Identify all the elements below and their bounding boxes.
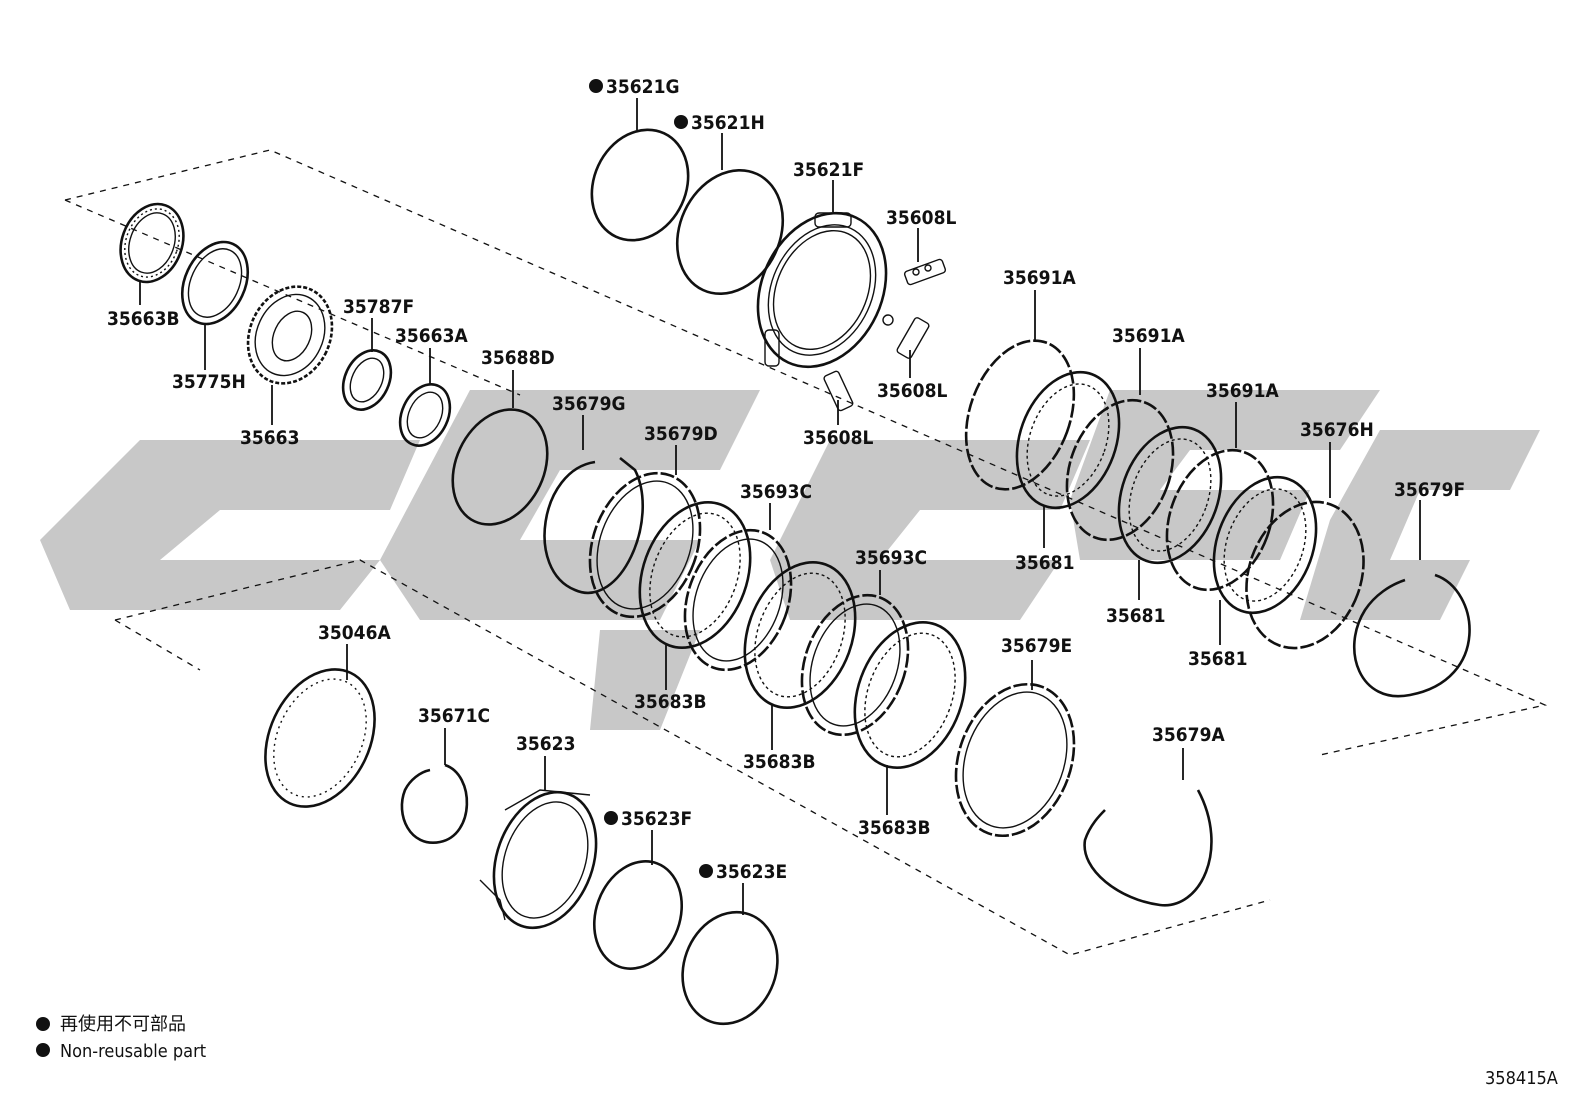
part-label[interactable]: 35621H xyxy=(691,112,765,134)
part-label[interactable]: 35683B xyxy=(634,691,707,713)
part-label[interactable]: 35681 xyxy=(1015,552,1074,574)
part-label[interactable]: 35623E xyxy=(716,861,787,883)
diagram-code: 358415A xyxy=(1485,1068,1558,1089)
piston-35046a[interactable] xyxy=(244,652,395,825)
part-label[interactable]: 35683B xyxy=(743,751,816,773)
snap-ring-35679f[interactable] xyxy=(1352,573,1471,698)
legend-jp: 再使用不可部品 xyxy=(60,1014,186,1035)
o-ring-35621g[interactable] xyxy=(574,114,706,256)
part-label[interactable]: 35787F xyxy=(343,296,414,318)
o-ring-35623f[interactable] xyxy=(580,849,697,981)
part-label[interactable]: 35663 xyxy=(240,427,299,449)
washer-35787f[interactable] xyxy=(334,343,400,418)
plate-35691a-1[interactable] xyxy=(947,326,1094,505)
part-label[interactable]: 35046A xyxy=(318,622,391,644)
part-label[interactable]: 35691A xyxy=(1112,325,1185,347)
part-label[interactable]: 35693C xyxy=(855,547,927,569)
part-label[interactable]: 35681 xyxy=(1188,648,1247,670)
part-label[interactable]: 35691A xyxy=(1003,267,1076,289)
legend-bullet xyxy=(36,1043,50,1057)
plate-35676h[interactable] xyxy=(1227,485,1384,664)
part-label[interactable]: 35623F xyxy=(621,808,692,830)
part-label[interactable]: 35679E xyxy=(1001,635,1072,657)
part-label[interactable]: 35623 xyxy=(516,733,575,755)
part-label[interactable]: 35679F xyxy=(1394,479,1465,501)
non-reusable-marker xyxy=(699,864,713,878)
plate-35693c-1[interactable] xyxy=(666,515,809,685)
part-label[interactable]: 35608L xyxy=(886,207,956,229)
bearing-35663a[interactable] xyxy=(391,376,460,453)
part-label[interactable]: 35621G xyxy=(606,76,680,98)
part-labels: 35621G 35621H 35621F 35608L 35608L 35608… xyxy=(107,76,1465,883)
non-reusable-marker xyxy=(674,115,688,129)
piston-35621f[interactable] xyxy=(734,192,910,388)
part-label[interactable]: 35679A xyxy=(1152,724,1225,746)
part-label[interactable]: 35679D xyxy=(644,423,718,445)
race-35775h[interactable] xyxy=(170,231,261,334)
group-box-lower xyxy=(114,559,1271,956)
leader-lines xyxy=(139,98,1421,915)
part-label[interactable]: 35671C xyxy=(418,705,490,727)
ring-35688d[interactable] xyxy=(435,394,565,540)
spring-35608l-a[interactable] xyxy=(903,258,947,286)
part-label[interactable]: 35693C xyxy=(740,481,812,503)
disc-35683b-3[interactable] xyxy=(835,607,984,784)
snap-ring-35679g[interactable] xyxy=(543,456,644,594)
snap-ring-35679a[interactable] xyxy=(1083,789,1213,907)
disc-35683b-1[interactable] xyxy=(620,487,769,664)
part-label[interactable]: 35775H xyxy=(172,371,246,393)
plate-35693c-2[interactable] xyxy=(783,580,926,750)
part-label[interactable]: 35621F xyxy=(793,159,864,181)
part-label[interactable]: 35679G xyxy=(552,393,626,415)
legend-bullet xyxy=(36,1017,50,1031)
o-ring-35623e[interactable] xyxy=(667,899,792,1038)
plate-35691a-2[interactable] xyxy=(1048,385,1191,555)
non-reusable-marker xyxy=(589,79,603,93)
part-label[interactable]: 35608L xyxy=(877,380,947,402)
gear-hub-35663[interactable] xyxy=(233,273,348,397)
disc-35681-3[interactable] xyxy=(1196,463,1334,627)
part-label[interactable]: 35681 xyxy=(1106,605,1165,627)
part-label[interactable]: 35676H xyxy=(1300,419,1374,441)
disc-35683b-2[interactable] xyxy=(725,547,874,724)
non-reusable-marker xyxy=(604,811,618,825)
part-label[interactable]: 35663B xyxy=(107,308,180,330)
snap-ring-35671c[interactable] xyxy=(400,763,469,844)
legend-en: Non-reusable part xyxy=(60,1041,206,1062)
bearing-35663b[interactable] xyxy=(110,195,194,291)
o-ring-35621h[interactable] xyxy=(658,153,803,311)
part-label[interactable]: 35663A xyxy=(395,325,468,347)
retainer-35623[interactable] xyxy=(476,778,614,942)
part-label[interactable]: 35683B xyxy=(858,817,931,839)
plate-35691a-3[interactable] xyxy=(1148,435,1291,605)
group-box-upper xyxy=(64,149,1548,756)
plate-35679e[interactable] xyxy=(936,668,1095,853)
part-label[interactable]: 35691A xyxy=(1206,380,1279,402)
part-label[interactable]: 35608L xyxy=(803,427,873,449)
part-label[interactable]: 35688D xyxy=(481,347,555,369)
spring-35608l-b[interactable] xyxy=(896,317,930,360)
spring-35608l-c[interactable] xyxy=(823,370,854,412)
plate-35679d[interactable] xyxy=(571,458,719,633)
watermark-logo xyxy=(40,390,1540,730)
legend: 再使用不可部品 Non-reusable part xyxy=(36,1014,206,1062)
